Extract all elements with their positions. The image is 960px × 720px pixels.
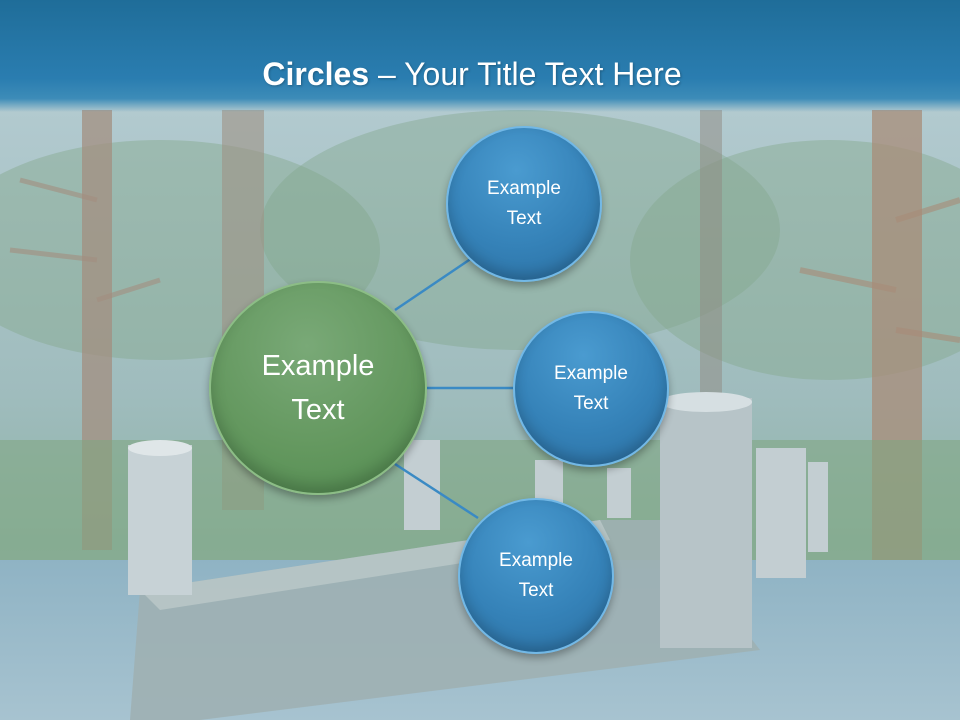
satellite-circle-top[interactable]: Example Text <box>446 126 602 282</box>
slide-title: Circles – Your Title Text Here <box>0 52 944 96</box>
connector-top <box>394 254 476 312</box>
satellite-circle-label: Example Text <box>487 178 561 229</box>
satellite-circle-label: Example Text <box>499 550 573 601</box>
satellite-circle-middle[interactable]: Example Text <box>513 311 669 467</box>
satellite-circle-label: Example Text <box>554 363 628 414</box>
center-circle[interactable]: Example Text <box>209 281 427 495</box>
connector-bottom <box>394 462 479 520</box>
title-bold-part: Circles <box>262 56 370 92</box>
center-circle-label: Example Text <box>261 350 375 426</box>
satellite-circle-bottom[interactable]: Example Text <box>458 498 614 654</box>
title-rest-part: – Your Title Text Here <box>369 56 682 92</box>
title-bar <box>0 0 960 112</box>
